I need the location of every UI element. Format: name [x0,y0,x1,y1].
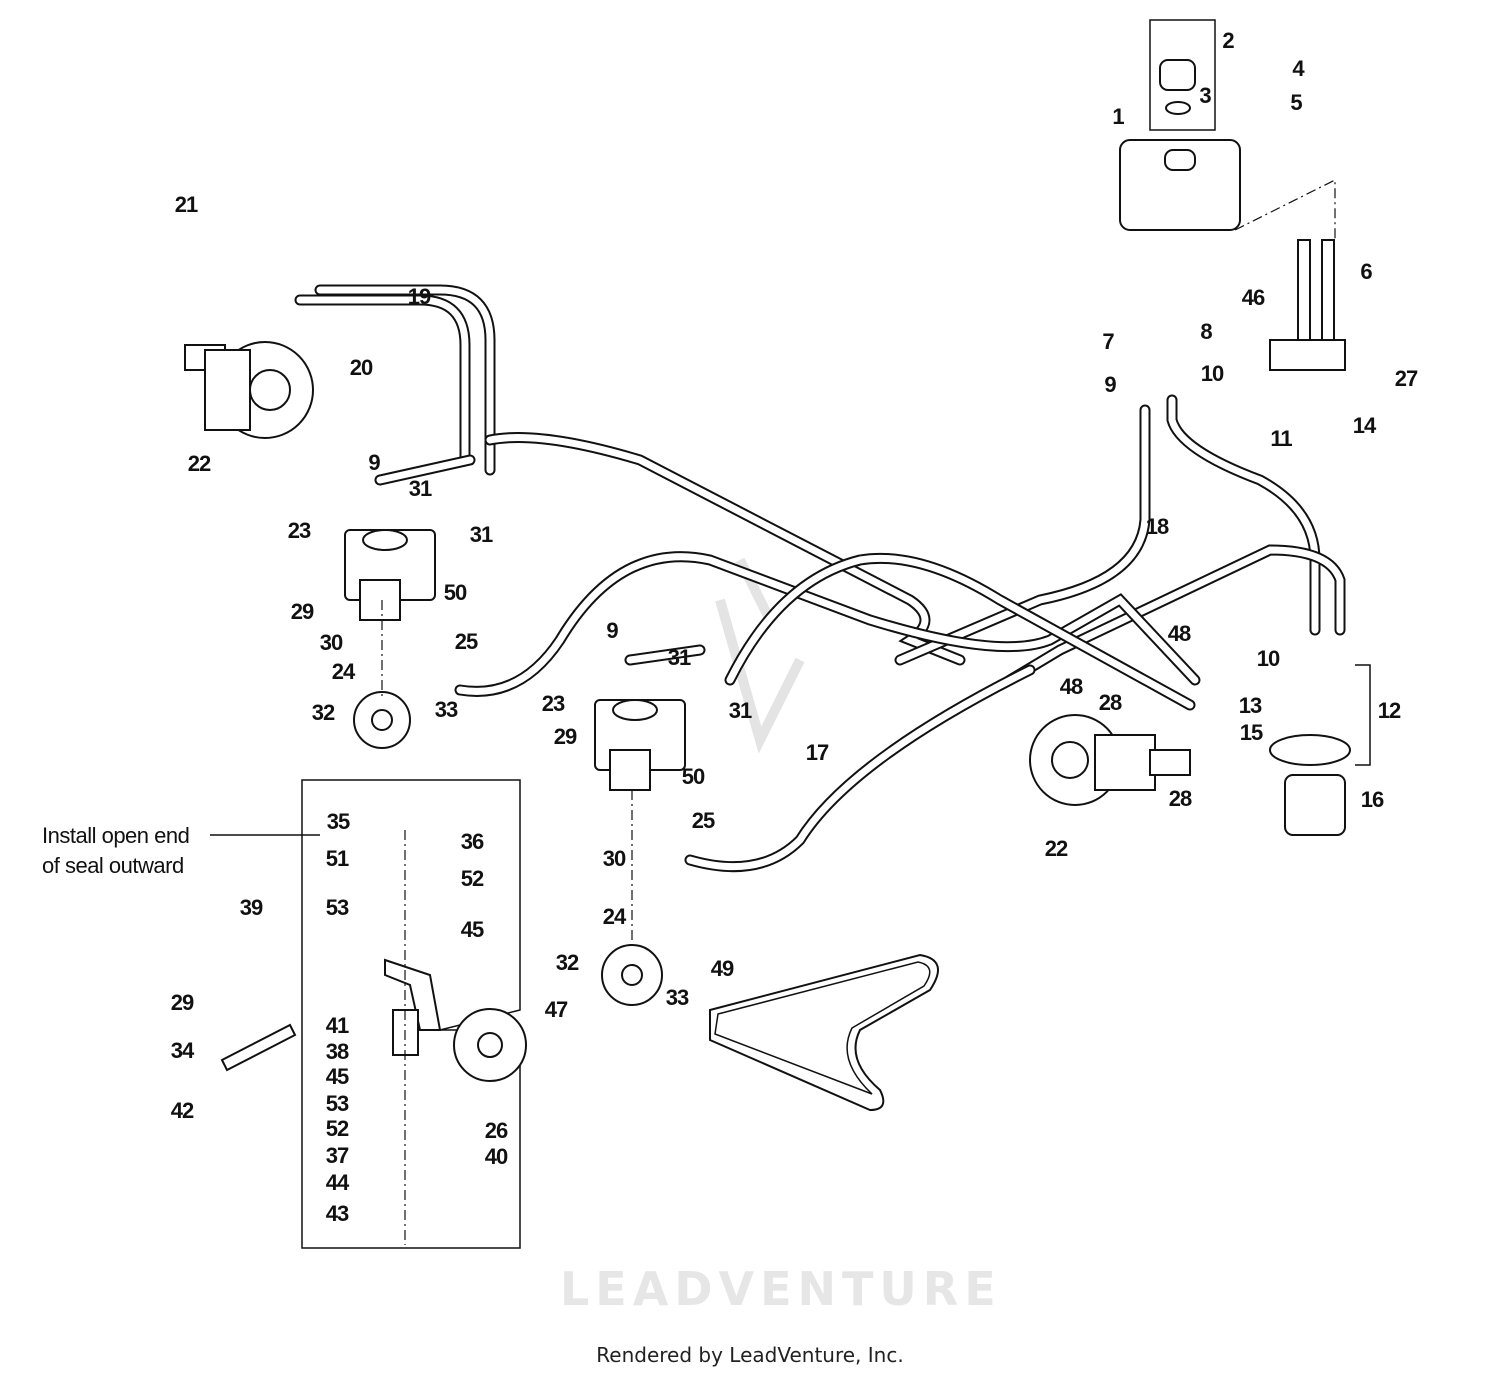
callout-label: 38 [326,1039,349,1064]
callout-label: 29 [171,990,194,1015]
idler-assembly-box [210,779,527,1249]
hydraulic-pump-right [594,699,686,1006]
callout-label: 49 [711,956,734,981]
reservoir-cap [1159,59,1196,91]
callout-label: 45 [461,917,484,942]
callout-label: 16 [1361,787,1384,812]
callout-label: 28 [1169,786,1192,811]
callout-label: 45 [326,1064,349,1089]
note-line-1: Install open end [42,823,189,848]
callout-label: 7 [1102,329,1114,354]
hoses [294,284,1346,873]
callout-label: 46 [1242,285,1265,310]
callout-label: 39 [240,895,263,920]
callout-label: 34 [171,1038,195,1063]
note-line-2: of seal outward [42,853,184,878]
callout-label: 27 [1395,366,1418,391]
callout-label: 53 [326,1091,349,1116]
callout-label: 42 [171,1098,194,1123]
callout-label: 51 [326,846,349,871]
callout-label: 44 [326,1170,350,1195]
callout-label: 36 [461,829,484,854]
callout-label: 50 [444,580,467,605]
reservoir-bracket [1234,179,1346,371]
callout-label: 48 [1168,621,1191,646]
callout-label: 28 [1099,690,1122,715]
callout-label: 40 [485,1144,508,1169]
callout-label: 30 [603,846,626,871]
callout-label: 29 [291,599,314,624]
callout-label: 15 [1240,720,1263,745]
callout-label: 37 [326,1143,349,1168]
callout-label: 18 [1146,514,1169,539]
callout-label: 31 [409,476,432,501]
callout-label: 22 [1045,836,1068,861]
callout-label: 52 [326,1116,349,1141]
callout-label: 23 [542,691,565,716]
callout-label: 11 [1270,426,1292,451]
callout-label: 48 [1060,674,1083,699]
callout-label: 14 [1353,413,1377,438]
cap-seal [1165,101,1191,115]
callout-label: 10 [1257,646,1280,671]
callout-label: 12 [1378,698,1401,723]
callout-label: 9 [606,618,618,643]
callout-label: 26 [485,1118,508,1143]
callout-label: 33 [435,697,458,722]
drive-belt [709,953,939,1112]
callout-label: 10 [1201,361,1224,386]
callout-label: 9 [1104,372,1116,397]
hydraulic-pump-left [344,529,436,749]
callout-label: 20 [350,355,373,380]
watermark: LEADVENTURE [560,1262,1002,1316]
callout-label: 52 [461,866,484,891]
callout-label: 4 [1292,56,1305,81]
callout-label: 8 [1200,319,1212,344]
callout-label: 9 [368,450,380,475]
callout-label: 30 [320,630,343,655]
callout-label: 43 [326,1201,349,1226]
callout-label: 25 [455,629,478,654]
callout-label: 41 [326,1013,349,1038]
callout-label: 31 [668,645,691,670]
oil-filter-assembly [1269,664,1371,836]
callout-label: 23 [288,518,311,543]
callout-label: 13 [1239,693,1262,718]
callout-label: 3 [1199,83,1211,108]
callout-label: 1 [1112,104,1124,129]
callout-label: 2 [1222,28,1234,53]
hydraulic-reservoir [1119,19,1241,231]
wheel-motor-right [1029,714,1191,806]
footer-credit: Rendered by LeadVenture, Inc. [596,1343,904,1367]
callout-label: 21 [175,192,198,217]
callout-label: 31 [470,522,493,547]
callout-label: 53 [326,895,349,920]
callout-label: 32 [312,700,335,725]
callout-label: 50 [682,764,705,789]
callout-label: 5 [1290,90,1302,115]
callout-label: 47 [545,997,568,1022]
callout-label: 31 [729,698,752,723]
wheel-motor-left [184,341,314,439]
callout-label: 24 [332,659,356,684]
callout-label: 29 [554,724,577,749]
callout-label: 33 [666,985,689,1010]
callout-label: 32 [556,950,579,975]
callout-label: 35 [327,809,350,834]
callout-label: 25 [692,808,715,833]
callout-label: 19 [408,284,431,309]
callout-label: 22 [188,451,211,476]
callout-label: 17 [806,740,829,765]
callout-label: 6 [1360,259,1372,284]
callout-label: 24 [603,904,627,929]
